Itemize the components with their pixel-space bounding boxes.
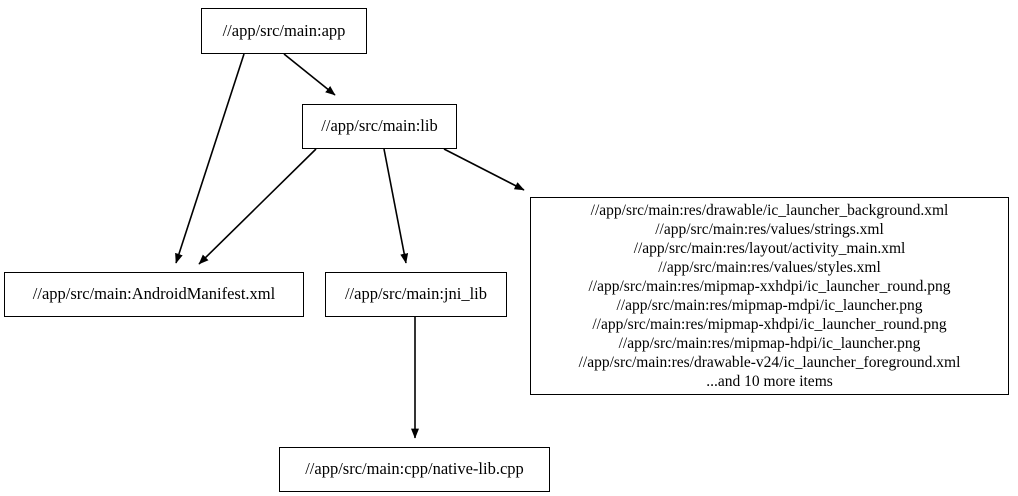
edge-app-to-manifest: [175, 53, 245, 264]
node-jni-lib[interactable]: //app/src/main:jni_lib: [325, 272, 507, 317]
edge-app-to-lib: [283, 53, 336, 96]
edge-lib-to-jni-lib: [383, 148, 409, 264]
node-lib-label: //app/src/main:lib: [321, 116, 438, 136]
edge-lib-to-res: [443, 148, 525, 191]
node-android-manifest[interactable]: //app/src/main:AndroidManifest.xml: [4, 272, 304, 317]
node-native-lib-cpp[interactable]: //app/src/main:cpp/native-lib.cpp: [279, 447, 550, 492]
node-android-manifest-label: //app/src/main:AndroidManifest.xml: [32, 284, 276, 304]
edge-lib-to-manifest: [198, 148, 317, 265]
node-app[interactable]: //app/src/main:app: [201, 8, 367, 54]
node-native-lib-cpp-label: //app/src/main:cpp/native-lib.cpp: [305, 459, 524, 479]
node-lib[interactable]: //app/src/main:lib: [302, 104, 457, 149]
node-app-label: //app/src/main:app: [222, 20, 346, 40]
node-res-collection[interactable]: //app/src/main:res/drawable/ic_launcher_…: [530, 197, 1009, 395]
node-res-collection-label: //app/src/main:res/drawable/ic_launcher_…: [578, 201, 961, 391]
node-jni-lib-label: //app/src/main:jni_lib: [344, 284, 488, 304]
